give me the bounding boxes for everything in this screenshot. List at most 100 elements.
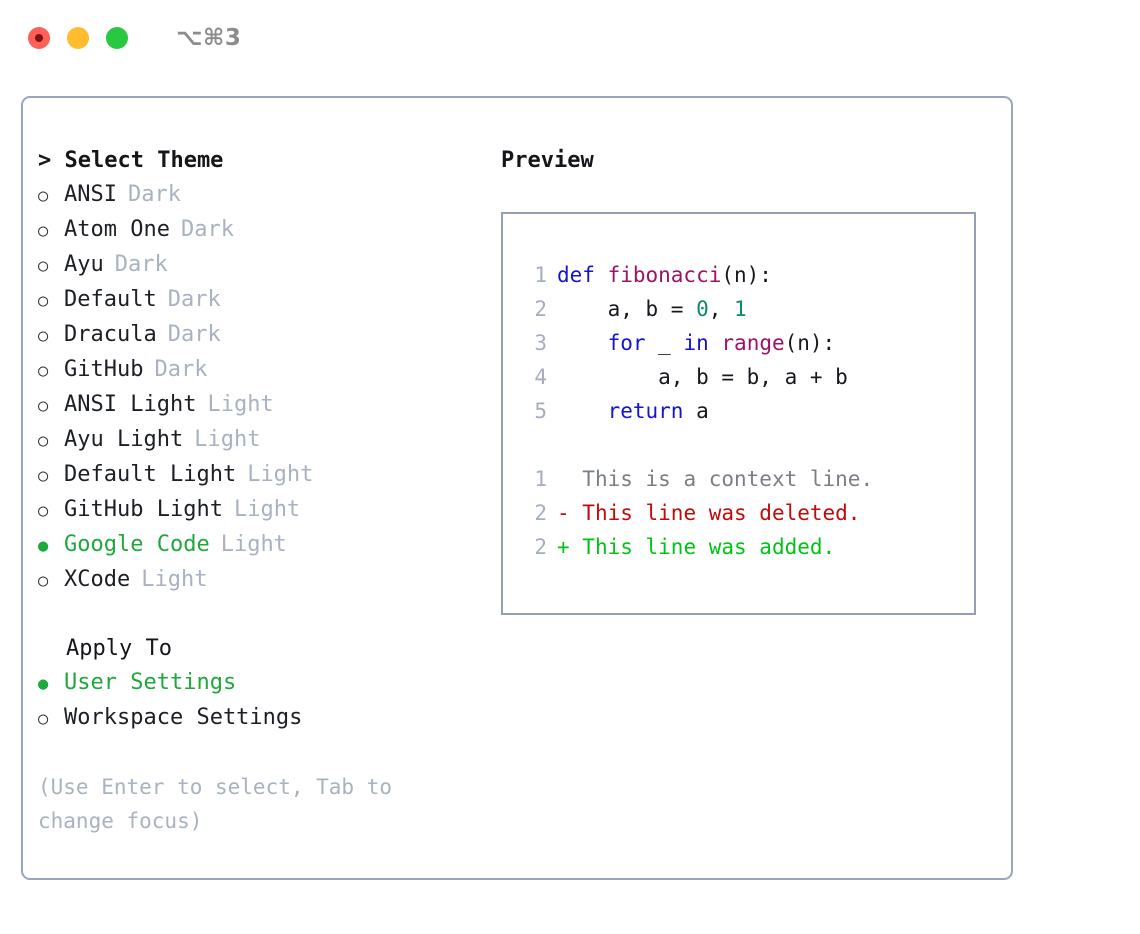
- radio-unselected-icon: ○: [38, 186, 49, 206]
- theme-variant-badge: Dark: [127, 182, 181, 207]
- theme-variant-badge: Dark: [114, 252, 168, 277]
- theme-option-label: Ayu: [64, 252, 104, 277]
- code-token: a, b = b, a + b: [557, 365, 848, 389]
- apply-to-option-workspace-settings[interactable]: ○ Workspace Settings: [38, 701, 488, 736]
- preview-title: Preview: [501, 148, 594, 173]
- theme-option-label: Dracula: [64, 322, 157, 347]
- code-token: return: [607, 399, 684, 423]
- radio-unselected-icon: ○: [38, 326, 49, 346]
- radio-unselected-icon: ○: [38, 431, 49, 451]
- window-title: ⌥⌘3: [176, 25, 242, 51]
- code-token: (n):: [721, 263, 772, 287]
- code-token: _: [645, 331, 684, 355]
- code-token: in: [683, 331, 709, 355]
- zoom-button[interactable]: [106, 27, 128, 49]
- theme-option-label: ANSI Light: [64, 392, 197, 417]
- line-number: 3: [534, 331, 547, 355]
- radio-unselected-icon: ○: [38, 501, 49, 521]
- theme-option-ayu[interactable]: ○ Ayu Dark: [38, 248, 488, 283]
- code-token: 1: [734, 297, 747, 321]
- code-token: range: [721, 331, 785, 355]
- apply-to-option-list[interactable]: ●User Settings ○ Workspace Settings: [38, 666, 488, 736]
- diff-sample: 1 This is a context line.2- This line wa…: [521, 462, 974, 564]
- theme-option-default-light[interactable]: ○ Default Light Light: [38, 458, 488, 493]
- code-line: 2 a, b = 0, 1: [521, 292, 974, 326]
- radio-unselected-icon: ○: [38, 221, 49, 241]
- theme-option-label: Default Light: [64, 462, 237, 487]
- code-token: a, b =: [557, 297, 697, 321]
- theme-option-ansi-light[interactable]: ○ ANSI Light Light: [38, 388, 488, 423]
- theme-variant-badge: Dark: [180, 217, 234, 242]
- code-diff-spacer: [521, 428, 974, 462]
- line-number: 1: [534, 263, 547, 287]
- line-number: 2: [534, 535, 547, 559]
- line-number: 5: [534, 399, 547, 423]
- theme-option-label: Ayu Light: [64, 427, 184, 452]
- radio-unselected-icon: ○: [38, 466, 49, 486]
- theme-option-ayu-light[interactable]: ○ Ayu Light Light: [38, 423, 488, 458]
- code-token: [709, 331, 722, 355]
- diff-line-ctx: 1 This is a context line.: [521, 462, 974, 496]
- code-line: 3 for _ in range(n):: [521, 326, 974, 360]
- radio-unselected-icon: ○: [38, 709, 49, 729]
- code-token: (n):: [784, 331, 836, 355]
- diff-line-del: 2- This line was deleted.: [521, 496, 974, 530]
- diff-text: This line was added.: [569, 535, 836, 559]
- radio-unselected-icon: ○: [38, 361, 49, 381]
- code-token: [557, 331, 608, 355]
- theme-option-label: ANSI: [64, 182, 117, 207]
- keyboard-hint: (Use Enter to select, Tab to change focu…: [38, 775, 393, 833]
- line-number: 4: [534, 365, 547, 389]
- apply-to-option-user-settings[interactable]: ●User Settings: [38, 666, 488, 701]
- title-bar: ⌥⌘3: [0, 0, 1140, 76]
- diff-text: This line was deleted.: [569, 501, 861, 525]
- radio-unselected-icon: ○: [38, 256, 49, 276]
- close-button[interactable]: [28, 27, 50, 49]
- theme-variant-badge: Light: [194, 427, 261, 452]
- theme-option-google-code[interactable]: ● Google Code Light: [38, 528, 488, 563]
- code-line: 4 a, b = b, a + b: [521, 360, 974, 394]
- line-number: 1: [534, 467, 547, 491]
- theme-option-label: XCode: [64, 567, 131, 592]
- radio-unselected-icon: ○: [38, 571, 49, 591]
- theme-option-label: Google Code: [64, 532, 210, 557]
- code-token: for: [607, 331, 646, 355]
- traffic-lights: [28, 27, 128, 49]
- line-number: 2: [534, 297, 547, 321]
- select-theme-header: > Select Theme: [38, 148, 224, 173]
- diff-line-add: 2 + This line was added.: [521, 530, 974, 564]
- theme-variant-badge: Light: [247, 462, 314, 487]
- apply-to-option-label: User Settings: [64, 670, 237, 695]
- code-token: ,: [708, 297, 735, 321]
- theme-option-label: GitHub Light: [64, 497, 223, 522]
- minimize-button[interactable]: [67, 27, 89, 49]
- theme-option-label: Default: [64, 287, 157, 312]
- code-token: [557, 399, 608, 423]
- line-number: 2: [534, 501, 547, 525]
- radio-selected-icon: ●: [38, 536, 49, 556]
- code-token: a: [683, 399, 709, 423]
- theme-option-label: GitHub: [64, 357, 144, 382]
- theme-variant-badge: Light: [207, 392, 274, 417]
- diff-marker: +: [557, 535, 570, 559]
- diff-text: This is a context line.: [569, 467, 874, 491]
- theme-variant-badge: Light: [220, 532, 287, 557]
- apply-to-option-label: Workspace Settings: [64, 705, 303, 730]
- code-token: fibonacci: [607, 263, 722, 287]
- radio-unselected-icon: ○: [38, 396, 49, 416]
- theme-option-ansi[interactable]: ○ ANSI Dark: [38, 178, 488, 213]
